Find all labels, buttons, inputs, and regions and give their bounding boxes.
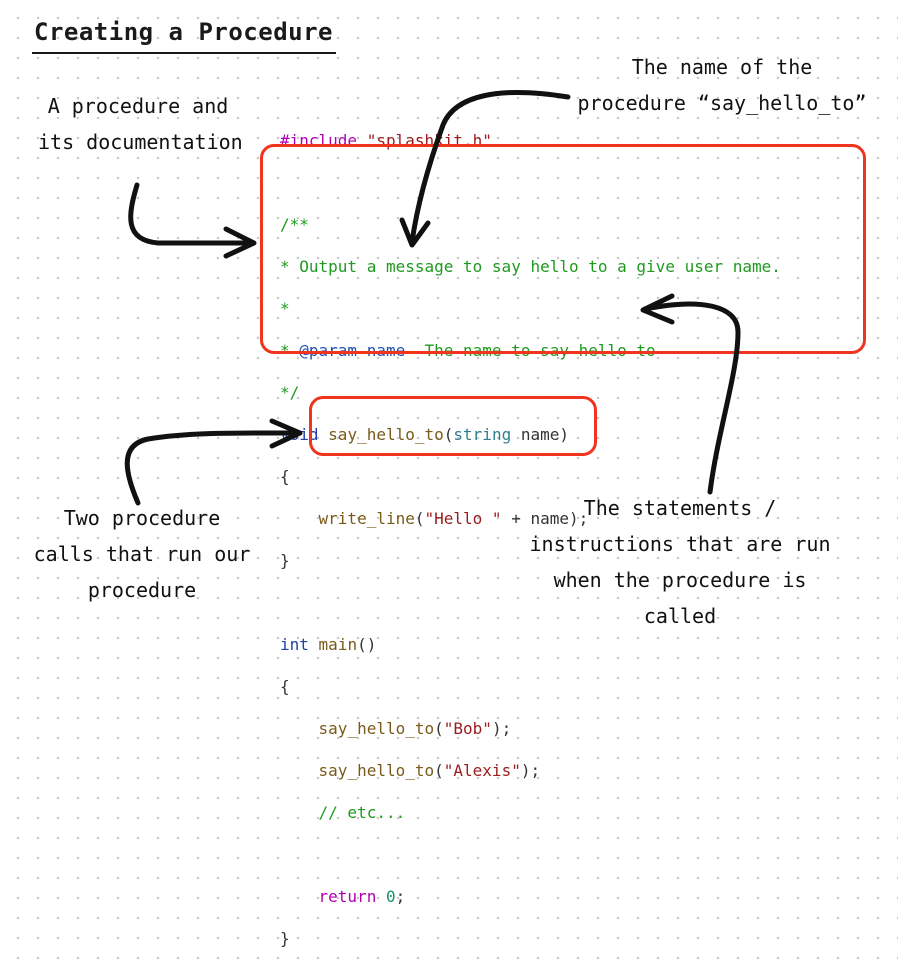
call-argument: "Bob" xyxy=(443,719,492,738)
arrow-calls xyxy=(124,430,301,506)
code-line-doc-blank: * xyxy=(280,299,290,318)
call-function-name: say_hello_to xyxy=(318,719,435,738)
doc-param-tag: @param xyxy=(299,341,358,360)
page-title: Creating a Procedure xyxy=(34,18,333,46)
arrow-name xyxy=(409,90,571,245)
code-line-etc-comment: // etc... xyxy=(280,803,406,822)
body-function-name: write_line xyxy=(318,509,415,528)
code-line-doc-summary: * Output a message to say hello to a giv… xyxy=(280,257,781,276)
code-line-brace-close: } xyxy=(280,551,290,570)
body-open-paren: ( xyxy=(414,509,425,528)
call-open-paren: ( xyxy=(434,719,444,738)
call-argument: "Alexis" xyxy=(443,761,521,780)
annotation-line: The name of the xyxy=(631,55,813,79)
body-string: "Hello " xyxy=(424,509,502,528)
arrow-name-head xyxy=(399,217,431,248)
arrow-statements-head xyxy=(640,293,675,325)
sig-open-paren: ( xyxy=(443,425,454,444)
annotation-procedure-name: The name of the procedure “say_hello_to” xyxy=(572,49,872,121)
arrow-calls-head xyxy=(269,418,303,449)
main-function-name: main xyxy=(318,635,358,654)
call-close: ); xyxy=(520,761,541,780)
main-parens: () xyxy=(357,635,377,654)
body-rest: + name); xyxy=(501,509,589,528)
annotation-line: Two procedure xyxy=(63,506,221,530)
call-indent xyxy=(280,719,319,738)
code-line-main: int main() xyxy=(280,634,781,655)
sig-param-type: string xyxy=(453,425,512,444)
code-line-main-close: } xyxy=(280,929,290,948)
sig-param-name: name xyxy=(511,425,560,444)
doc-param-name: name xyxy=(366,341,406,360)
calls-highlight-box xyxy=(309,396,597,456)
annotation-arrows xyxy=(124,90,741,506)
annotation-statements: The statements / instructions that are r… xyxy=(525,490,835,634)
arrow-statements xyxy=(642,301,741,495)
arrow-doc xyxy=(128,182,255,246)
return-value: 0 xyxy=(385,887,396,906)
return-semicolon: ; xyxy=(395,887,406,906)
code-line-body: write_line("Hello " + name); xyxy=(280,508,781,529)
code-line-call-alexis: say_hello_to("Alexis"); xyxy=(280,760,781,781)
annotation-line: calls that run our xyxy=(33,542,251,566)
return-space xyxy=(376,887,386,906)
annotation-line: procedure xyxy=(87,578,197,602)
return-indent xyxy=(280,887,319,906)
procedure-highlight-box xyxy=(260,144,866,354)
code-line-doc-close: */ xyxy=(280,383,300,402)
code-line-call-bob: say_hello_to("Bob"); xyxy=(280,718,781,739)
main-return-type: int xyxy=(280,635,309,654)
call-indent xyxy=(280,761,319,780)
code-line-main-open: { xyxy=(280,677,290,696)
arrow-doc-head xyxy=(223,226,257,259)
code-line-brace-open: { xyxy=(280,467,290,486)
annotation-line: called xyxy=(643,604,717,628)
doc-param-desc: The name to say hello to xyxy=(405,341,656,360)
annotation-line: its documentation xyxy=(38,130,243,154)
title-underline xyxy=(32,52,336,54)
call-close: ); xyxy=(491,719,512,738)
annotation-line: A procedure and xyxy=(47,94,229,118)
annotation-procedure-calls: Two procedure calls that run our procedu… xyxy=(22,500,262,608)
annotation-line: when the procedure is xyxy=(553,568,807,592)
doc-param-star: * xyxy=(280,341,300,360)
code-line-doc-open: /** xyxy=(280,215,309,234)
sig-close-paren: ) xyxy=(559,425,570,444)
annotation-line: instructions that are run xyxy=(529,532,831,556)
return-keyword: return xyxy=(318,887,377,906)
annotation-procedure-doc: A procedure and its documentation xyxy=(38,88,243,160)
call-function-name: say_hello_to xyxy=(318,761,435,780)
code-line-blank xyxy=(280,844,781,865)
call-open-paren: ( xyxy=(434,761,444,780)
annotation-line: The statements / xyxy=(583,496,777,520)
code-line-doc-param: * @param name The name to say hello to xyxy=(280,340,781,361)
annotation-line: procedure “say_hello_to” xyxy=(577,91,867,115)
sig-function-name: say_hello_to xyxy=(328,425,444,444)
code-line-return: return 0; xyxy=(280,886,781,907)
